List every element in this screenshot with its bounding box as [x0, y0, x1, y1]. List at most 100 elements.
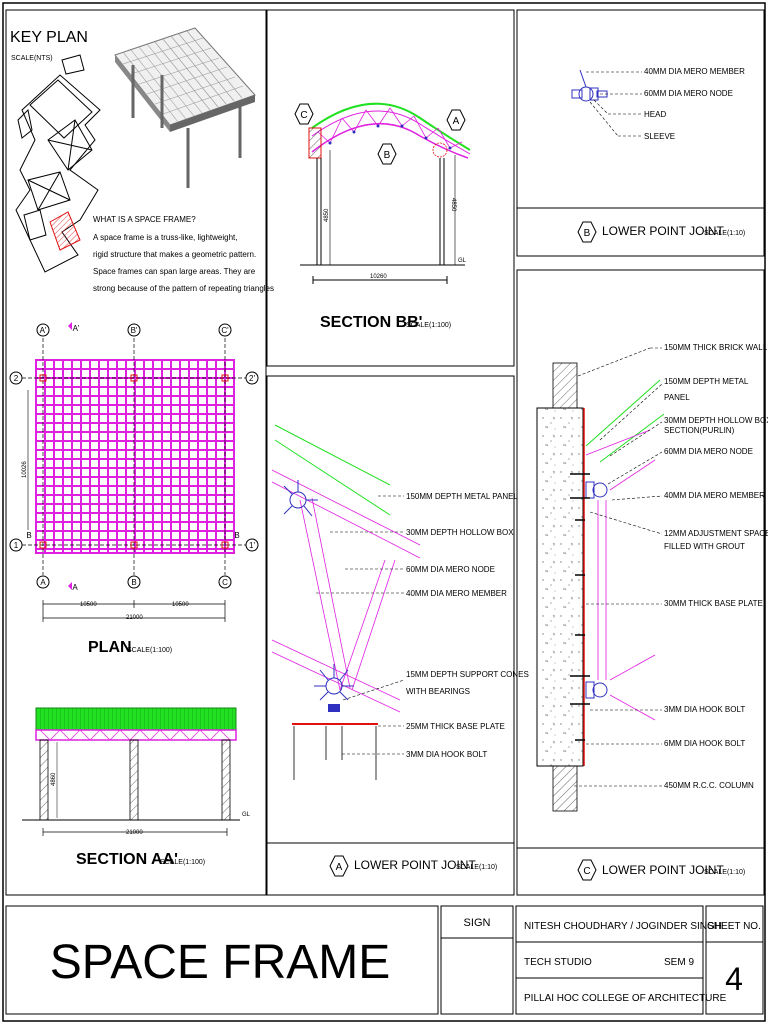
studio: TECH STUDIO — [524, 957, 592, 968]
key-plan-highlight — [49, 211, 81, 251]
plan-dim: 10500 — [172, 602, 189, 608]
detail-label: 25MM THICK BASE PLATE — [406, 722, 505, 731]
detail-label: 30MM THICK BASE PLATE — [664, 599, 763, 608]
plan-scale: SCALE(1:100) — [127, 647, 172, 654]
detail-label: FILLED WITH GROUT — [664, 542, 745, 551]
detail-b-title: LOWER POINT JOINT — [602, 224, 724, 238]
key-plan-title: KEY PLAN — [10, 29, 88, 46]
section-aa-span: 21000 — [126, 830, 143, 836]
marker-b: B — [384, 150, 391, 161]
mero-node-upper — [283, 480, 318, 517]
detail-c-labels: 150MM THICK BRICK WALL 150MM DEPTH METAL… — [664, 343, 768, 790]
key-plan-scale: SCALE(NTS) — [11, 55, 53, 62]
brick-wall-lower — [552, 765, 578, 812]
grid-label: A — [72, 583, 78, 592]
plan-dim: 10500 — [80, 602, 97, 608]
description-line: strong because of the pattern of repeati… — [93, 284, 274, 293]
section-bb-span: 10260 — [370, 274, 387, 280]
detail-a-scale: SCALE(1:10) — [456, 864, 497, 871]
marker-b-hex: B — [377, 143, 397, 165]
plan-grid-bubbles: A' A' B' C' A A B C 2 1 2' 1' B B — [9, 323, 259, 592]
detail-label: 150MM DEPTH METAL — [664, 377, 749, 386]
detail-label: HEAD — [644, 110, 666, 119]
detail-b-marker: B — [584, 228, 591, 239]
section-bb-truss — [317, 107, 463, 149]
grid-label: B — [26, 531, 31, 540]
section-bb-nodes — [328, 124, 452, 150]
section-aa-height: 4860 — [51, 772, 57, 786]
grid-label: A' — [73, 324, 80, 333]
section-bb-height-right: 4850 — [450, 198, 456, 212]
plan-side-dim: 10026 — [22, 461, 28, 478]
section-arrow-icon — [68, 322, 72, 330]
college: PILLAI HOC COLLEGE OF ARCHITECTURE — [524, 993, 727, 1004]
section-aa-ground: GL — [242, 812, 251, 818]
mero-node-lower — [314, 664, 354, 701]
detail-a-panel — [266, 375, 515, 896]
detail-label: WITH BEARINGS — [406, 687, 470, 696]
grid-label: 2' — [249, 374, 255, 383]
detail-label: 40MM DIA MERO MEMBER — [644, 67, 745, 76]
detail-label: 30MM DEPTH HOLLOW BOX — [406, 528, 514, 537]
detail-b-labels: 40MM DIA MERO MEMBER 60MM DIA MERO NODE … — [644, 67, 745, 141]
section-arrow-icon — [68, 582, 72, 590]
grid-label: B — [234, 531, 239, 540]
detail-b-panel — [516, 9, 765, 257]
semester: SEM 9 — [664, 957, 694, 968]
detail-label: 60MM DIA MERO NODE — [664, 447, 753, 456]
detail-label: 60MM DIA MERO NODE — [644, 89, 733, 98]
detail-label: 30MM DEPTH HOLLOW BOX — [664, 416, 768, 425]
detail-label: 450MM R.C.C. COLUMN — [664, 781, 754, 790]
section-bb-scale: SCALE(1:100) — [406, 322, 451, 329]
grid-label: 2 — [14, 374, 19, 383]
space-frame-description: WHAT IS A SPACE FRAME? A space frame is … — [93, 215, 274, 293]
marker-c-hex: C — [294, 103, 314, 125]
detail-label: 40MM DIA MERO MEMBER — [664, 491, 765, 500]
hook-bolts — [570, 473, 590, 741]
detail-c-title: LOWER POINT JOINT — [602, 863, 724, 877]
rcc-column — [536, 407, 584, 767]
section-aa: 4860 GL 21000 SECTION AA' SCALE(1:100) — [22, 707, 251, 868]
grid-label: C — [222, 578, 228, 587]
detail-b: 40MM DIA MERO MEMBER 60MM DIA MERO NODE … — [517, 67, 764, 243]
plan-grid-lines — [22, 338, 248, 575]
sheet-number: 4 — [725, 961, 743, 997]
plan-title: PLAN — [88, 639, 132, 656]
plan-columns — [39, 374, 229, 549]
support-cone — [328, 704, 340, 712]
mero-node-c — [585, 481, 608, 699]
detail-a-labels: 150MM DEPTH METAL PANEL 30MM DEPTH HOLLO… — [406, 492, 529, 759]
detail-label: 150MM DEPTH METAL PANEL — [406, 492, 518, 501]
detail-c-marker: C — [583, 866, 590, 877]
description-line: rigid structure that makes a geometric p… — [93, 250, 256, 259]
section-bb-panel — [266, 9, 515, 367]
mero-joint-b — [571, 69, 608, 102]
section-aa-scale: SCALE(1:100) — [160, 859, 205, 866]
grid-label: B — [131, 578, 136, 587]
detail-label: 12MM ADJUSTMENT SPACE — [664, 529, 768, 538]
detail-a: 150MM DEPTH METAL PANEL 30MM DEPTH HOLLO… — [267, 424, 529, 877]
marker-a: A — [453, 116, 460, 127]
detail-c-panel — [516, 269, 765, 896]
marker-a-hex: A — [446, 109, 466, 131]
grid-label: 1' — [249, 541, 255, 550]
plan-grid — [36, 360, 234, 553]
section-bb: 4850 4850 10260 GL C B A SECTION BB' SCA… — [294, 102, 471, 331]
plan-dim-total: 21000 — [126, 615, 143, 621]
detail-label: 40MM DIA MERO MEMBER — [406, 589, 507, 598]
detail-label: SECTION(PURLIN) — [664, 426, 735, 435]
brick-wall — [552, 362, 578, 409]
grid-label: C' — [221, 326, 229, 335]
left-panel — [5, 9, 267, 896]
detail-label: SLEEVE — [644, 132, 675, 141]
grid-label: A' — [40, 326, 47, 335]
detail-label: 60MM DIA MERO NODE — [406, 565, 495, 574]
description-line: A space frame is a truss-like, lightweig… — [93, 233, 238, 242]
detail-c: 150MM THICK BRICK WALL 150MM DEPTH METAL… — [517, 343, 768, 881]
section-bb-height-left: 4850 — [324, 208, 330, 222]
detail-b-scale: SCALE(1:10) — [704, 230, 745, 237]
detail-label: 150MM THICK BRICK WALL — [664, 343, 768, 352]
description-line: Space frames can span large areas. They … — [93, 267, 256, 276]
